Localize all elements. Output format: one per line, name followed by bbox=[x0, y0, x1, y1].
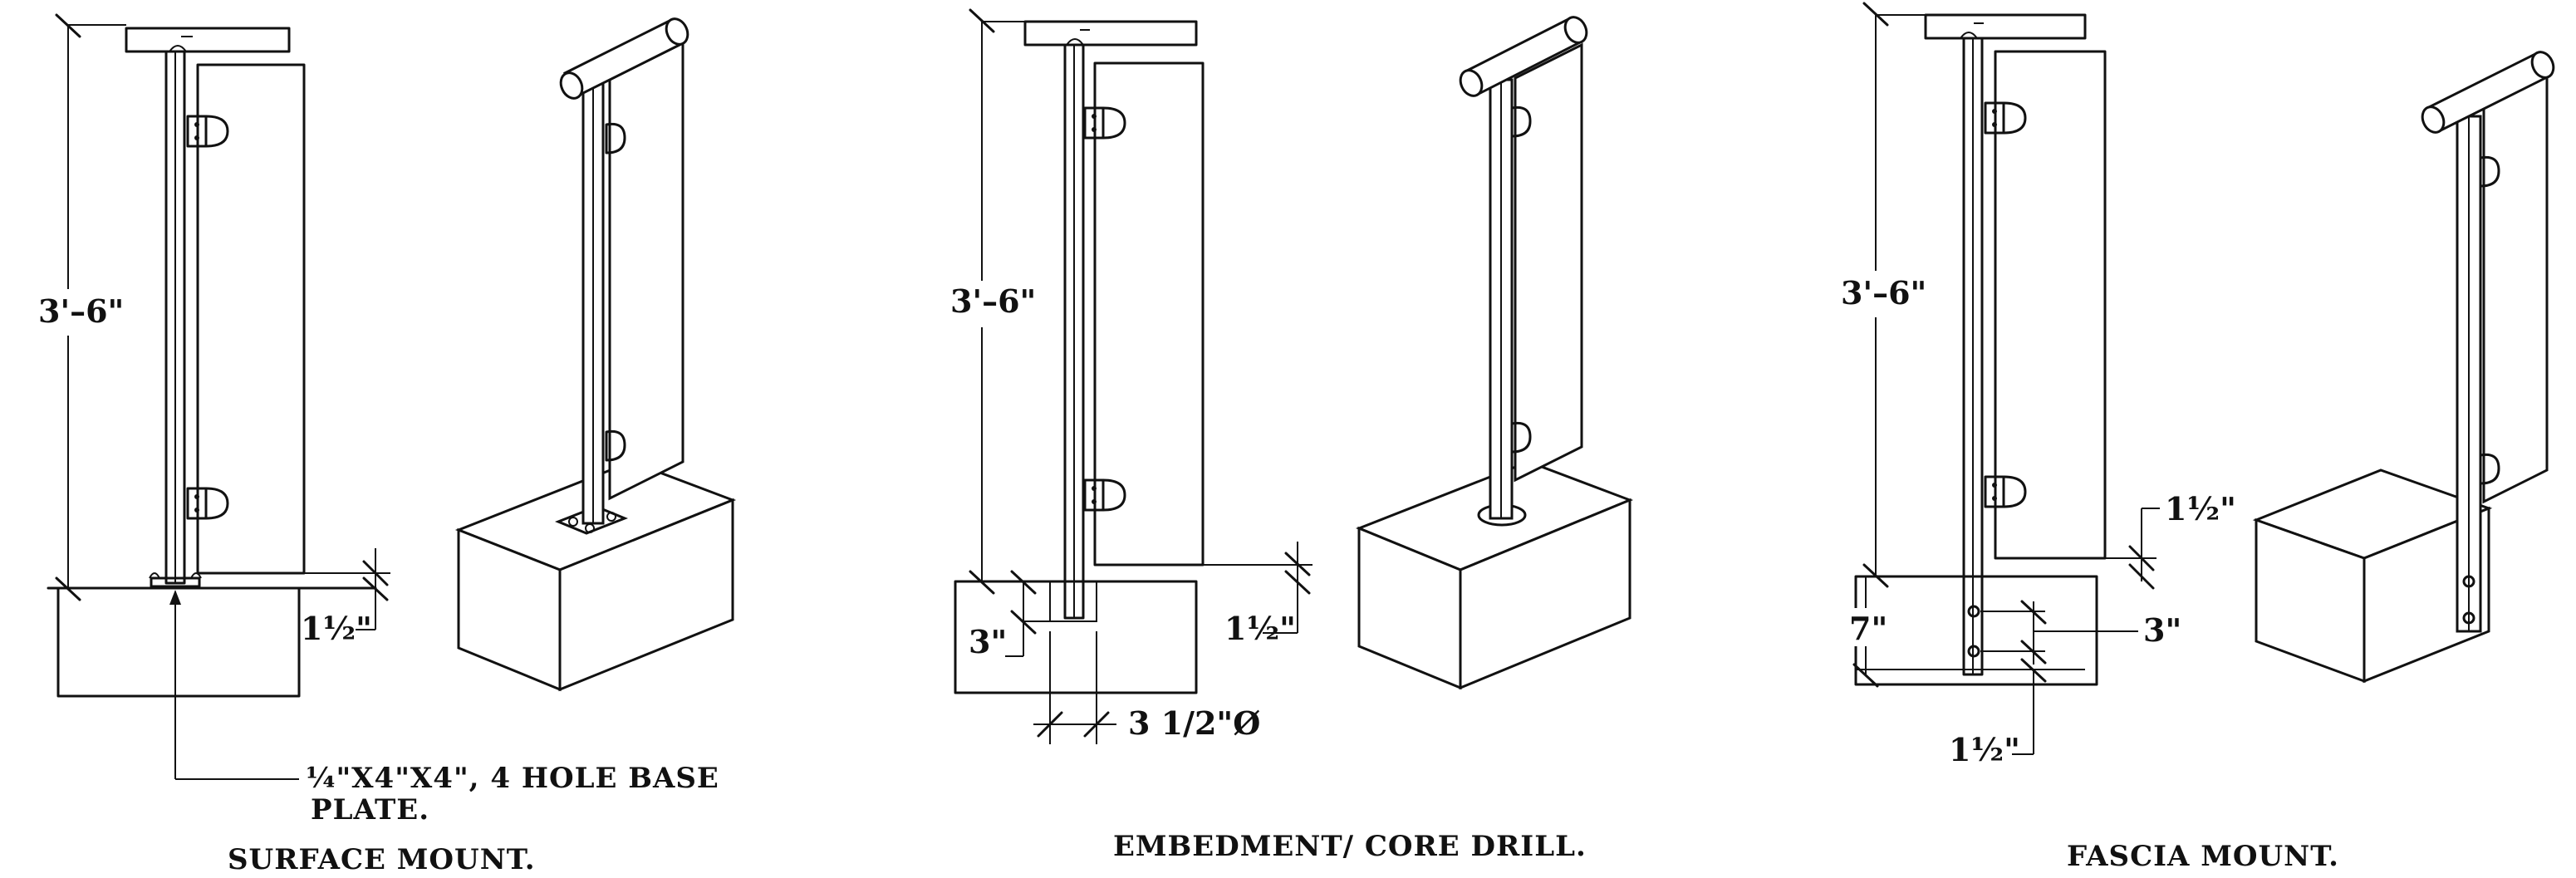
glass-panel bbox=[196, 63, 306, 575]
iso-clamp-lower bbox=[1510, 421, 1532, 454]
iso-glass-panel bbox=[1514, 42, 1583, 483]
height-dim-label: 3'–6" bbox=[38, 292, 124, 330]
depth-dim-label: 7" bbox=[1849, 610, 1887, 647]
gap-dim-label: 1½" bbox=[1224, 610, 1296, 647]
iso-glass-panel bbox=[2482, 74, 2549, 504]
iso-clamp-lower bbox=[2479, 453, 2500, 485]
fascia-bolt-upper bbox=[1967, 605, 1980, 618]
concrete-slab bbox=[56, 586, 301, 698]
glass-clamp-upper bbox=[186, 115, 229, 148]
embedment-isometric bbox=[1355, 16, 1634, 690]
glass-clamp-upper bbox=[1083, 106, 1126, 140]
rail-bracket bbox=[169, 36, 193, 52]
top-rail-cap bbox=[1023, 20, 1198, 47]
gap-dim-bottom-label: 1½" bbox=[1949, 731, 2020, 768]
base-plate bbox=[150, 576, 201, 588]
fascia-bolt-lower bbox=[1967, 645, 1980, 658]
glass-panel bbox=[1994, 50, 2107, 560]
plate-note-line2: PLATE. bbox=[311, 793, 429, 826]
embedment-caption: EMBEDMENT/ CORE DRILL. bbox=[1113, 830, 1587, 863]
block-right-face bbox=[1459, 498, 1631, 690]
top-rail-cap bbox=[125, 27, 291, 53]
glass-clamp-lower bbox=[1984, 475, 2027, 508]
core-drill-hole bbox=[1049, 581, 1097, 622]
top-rail-cap bbox=[1924, 13, 2087, 40]
gap-dim-label: 1½" bbox=[301, 610, 372, 647]
surface-mount-isometric bbox=[454, 17, 737, 692]
height-dim-label: 3'–6" bbox=[1841, 274, 1926, 311]
height-dim-label: 3'–6" bbox=[950, 282, 1036, 320]
core-dim-label: 3 1/2"Ø bbox=[1128, 704, 1260, 742]
glass-clamp-upper bbox=[1984, 101, 2027, 135]
depth-dim-label: 3" bbox=[969, 623, 1007, 660]
embedment-elevation: 3'–6" 3" 1½" 3 1/2"Ø EMBEDMENT/ CORE DRI… bbox=[945, 8, 1587, 863]
glass-clamp-lower bbox=[1083, 478, 1126, 512]
fascia-mount-caption: FASCIA MOUNT. bbox=[2067, 840, 2339, 873]
glass-clamp-lower bbox=[186, 487, 229, 520]
plate-note-line1: ¼"X4"X4", 4 HOLE BASE bbox=[306, 762, 719, 795]
surface-mount-caption: SURFACE MOUNT. bbox=[228, 843, 536, 876]
gap-dim-top-label: 1½" bbox=[2165, 490, 2236, 527]
iso-clamp-upper bbox=[1510, 105, 1532, 138]
concrete-slab bbox=[954, 580, 1198, 694]
glass-panel bbox=[1093, 61, 1205, 567]
block-right-face bbox=[558, 498, 734, 692]
iso-clamp-lower bbox=[605, 429, 626, 462]
iso-clamp-upper bbox=[2479, 155, 2500, 188]
fascia-isometric bbox=[2252, 51, 2555, 684]
iso-clamp-upper bbox=[605, 122, 626, 155]
fascia-elevation: 3'–6" 7" 1½" 3" 1½" FASCIA MOUNT. bbox=[1834, 2, 2339, 873]
spacing-dim-label: 3" bbox=[2143, 611, 2181, 649]
surface-mount-elevation: 3'–6" 1½" ¼"X4"X4", 4 HOLE BASE PLATE. S… bbox=[33, 13, 719, 876]
iso-glass-panel bbox=[608, 41, 684, 501]
